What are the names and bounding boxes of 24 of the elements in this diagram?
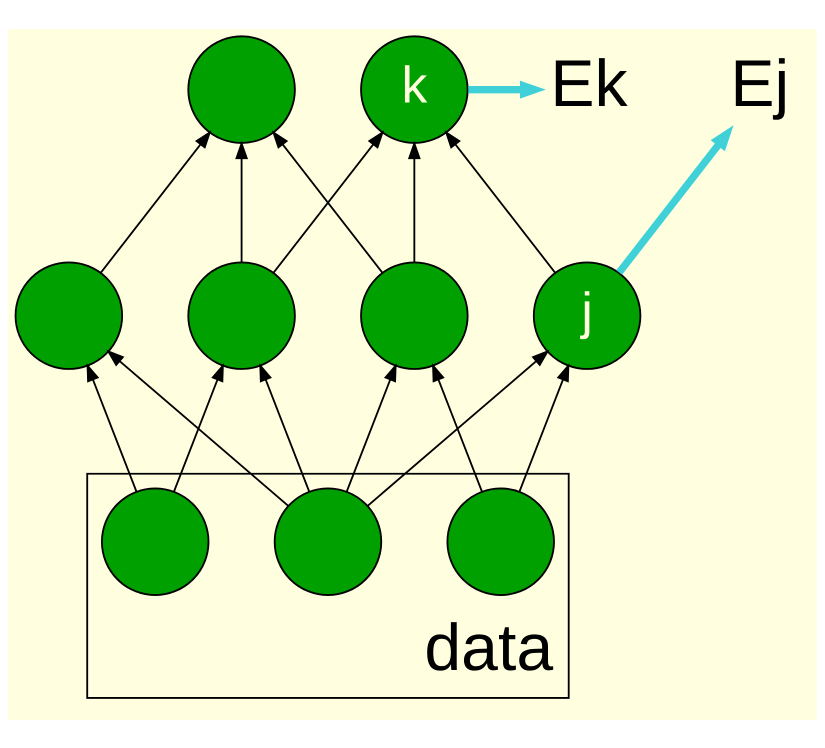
arrow bbox=[518, 362, 570, 492]
node-text: Ek bbox=[550, 46, 628, 120]
node-circle bbox=[274, 487, 382, 596]
node-circle bbox=[187, 34, 296, 144]
arrow bbox=[444, 130, 556, 273]
arrow bbox=[106, 349, 289, 506]
node-circle bbox=[101, 487, 210, 596]
arrow bbox=[235, 140, 248, 262]
arrow bbox=[259, 362, 310, 492]
arrow bbox=[432, 362, 483, 492]
node-text: Ej bbox=[730, 46, 790, 120]
arrow bbox=[616, 124, 734, 274]
arrow bbox=[173, 362, 224, 492]
arrow bbox=[86, 362, 138, 492]
arrow bbox=[468, 80, 546, 98]
arrow bbox=[100, 130, 212, 273]
arrow bbox=[408, 140, 421, 262]
node-circle bbox=[187, 260, 296, 370]
node-circle bbox=[360, 260, 469, 370]
arrow bbox=[346, 362, 397, 492]
node-circle bbox=[446, 487, 555, 596]
arrow bbox=[367, 349, 550, 506]
cluster: data bbox=[86, 472, 570, 698]
node-circle: k bbox=[360, 34, 469, 144]
